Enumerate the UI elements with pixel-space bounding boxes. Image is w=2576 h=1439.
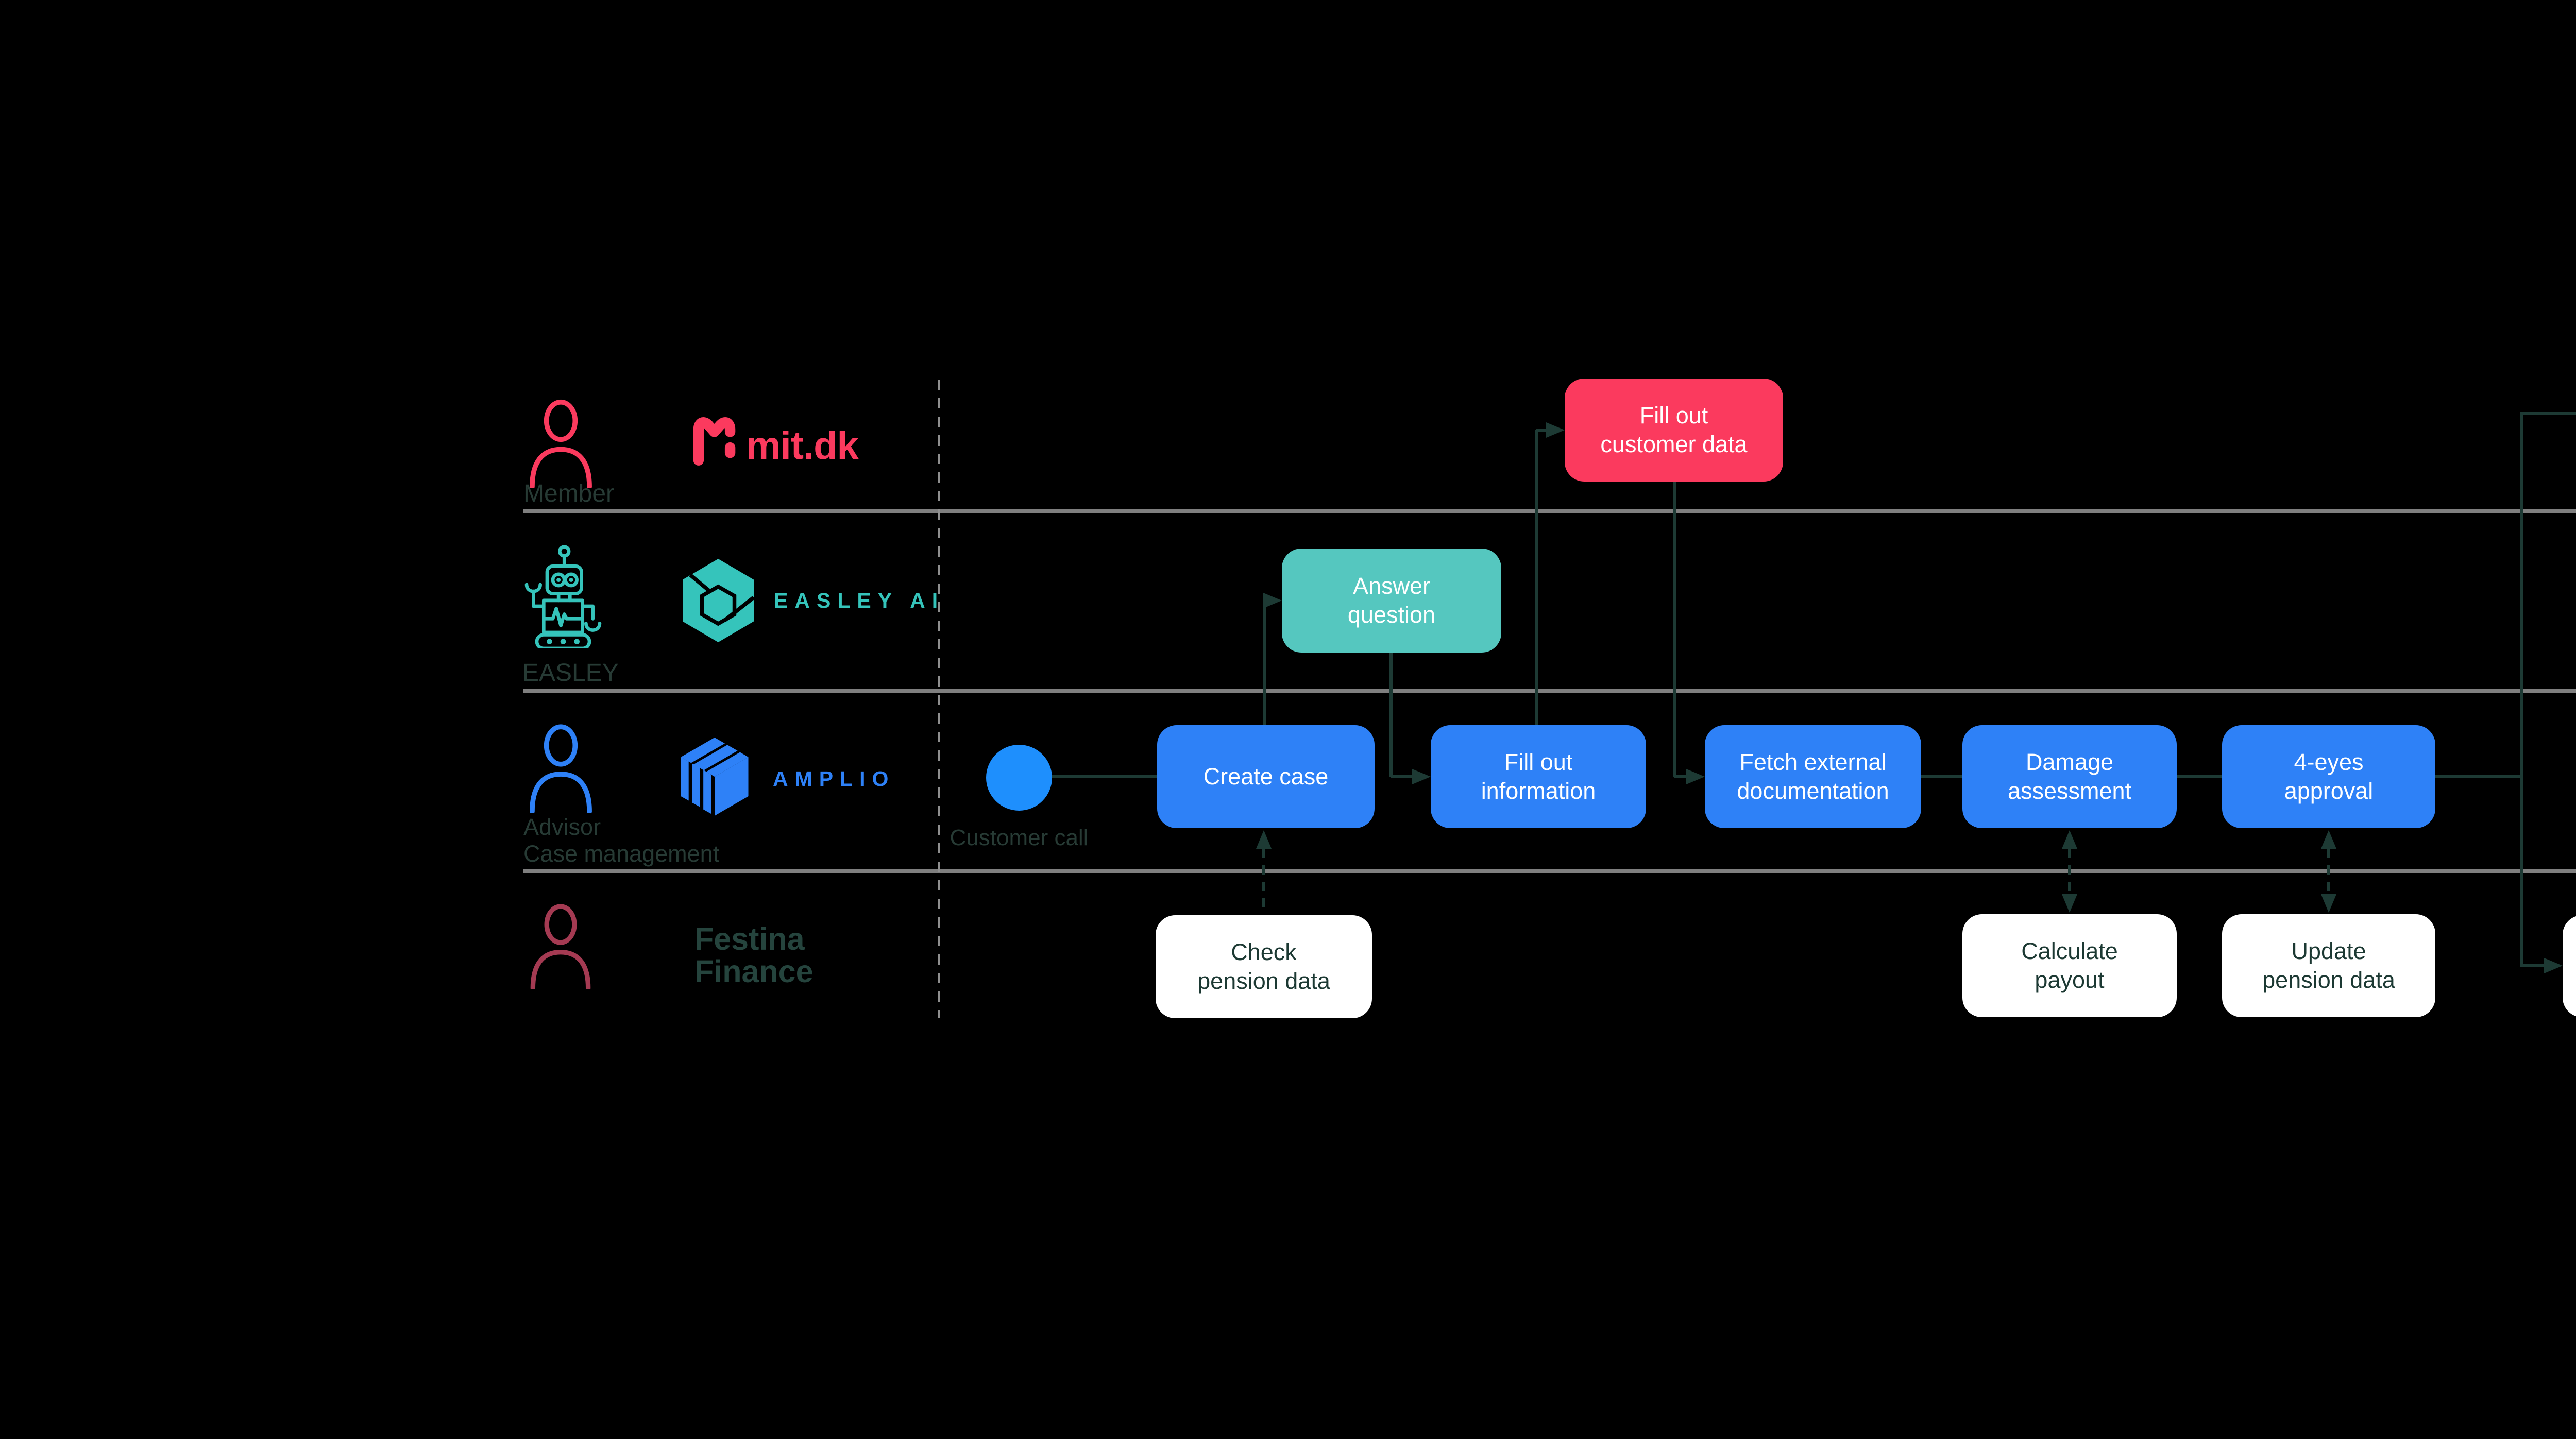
connector-segment [1921,775,1962,778]
festina-finance-logo-text: Festina Finance [694,923,814,988]
task-label: 4-eyes approval [2284,749,2374,804]
easley-robot-icon [524,545,602,648]
connector-segment [2435,775,2521,778]
dashed-segment [1262,849,1265,915]
arrowhead-right [1412,769,1431,784]
task-fill-out-information: Fill out information [1431,725,1646,828]
arrowhead-down [2062,894,2077,913]
connector-segment [2520,412,2523,967]
lane-divider [523,869,2576,873]
start-event-customer-call [986,745,1052,811]
festina-logo-line1: Festina [694,921,805,956]
connector-segment [1052,775,1157,778]
connector-segment [1389,653,1393,777]
lane-divider [523,689,2576,693]
task-label: Fill out customer data [1600,402,1748,457]
header-flow-separator [938,380,940,1018]
arrowhead-right [1546,422,1565,438]
task-label: Damage assessment [2007,749,2132,804]
task-damage-assessment: Damage assessment [1962,725,2177,828]
task-label: Fetch external documentation [1737,749,1889,804]
easley-ai-logo-text: EASLEY AI [774,589,945,612]
advisor-role-label: Advisor [523,814,601,840]
lane-label-advisor: Advisor Case management [523,814,719,867]
task-check-pension-data: Check pension data [1156,915,1372,1018]
task-fill-out-customer-data: Fill out customer data [1565,379,1783,482]
lane-label-easley: EASLEY [522,659,619,687]
connector-segment [2521,412,2576,415]
connector-segment [2521,964,2544,967]
end-event-label: Decision made [2573,458,2576,485]
connector-segment [1391,775,1413,778]
task-calculate-payout: Calculate payout [1962,914,2177,1017]
advisor-person-icon [530,724,592,813]
amplio-logo-mark-icon [681,738,749,816]
connector-segment [1535,430,1538,725]
task-label: Fill out information [1481,749,1596,804]
lane-divider [523,509,2576,513]
connector-segment [1536,429,1547,432]
task-label: Answer question [1347,573,1436,628]
connector-segment [1674,775,1687,778]
connector-segment [1263,601,1266,725]
arrowhead-right [2544,958,2563,973]
amplio-logo-text: AMPLIO [773,767,895,791]
task-fetch-external-documentation: Fetch external documentation [1705,725,1921,828]
task-four-eyes-approval: 4-eyes approval [2222,725,2435,828]
arrowhead-right [1263,593,1282,608]
task-update-pension-data: Update pension data [2222,914,2435,1017]
member-person-icon [530,399,592,488]
task-label: Calculate payout [2021,938,2118,993]
connector-segment [2177,775,2222,778]
mitdk-logo-text: mit.dk [746,424,859,468]
task-payout: Payout [2563,915,2576,1017]
arrowhead-up [2062,830,2077,849]
festina-person-icon [530,904,591,989]
easley-ai-logo-mark-icon [683,559,755,642]
dashed-segment [2068,849,2071,894]
arrowhead-up [1256,830,1272,849]
arrowhead-right [1686,769,1705,784]
dashed-segment [2327,849,2330,894]
connector-segment [1673,482,1676,777]
arrowhead-up [2321,830,2336,849]
advisor-dept-label: Case management [523,841,720,867]
task-answer-question: Answer question [1282,549,1501,653]
task-create-case: Create case [1157,725,1375,828]
arrowhead-down [2321,894,2336,913]
lane-label-member: Member [523,480,615,507]
mitdk-logo-mark-icon [693,417,736,466]
start-event-label: Customer call [950,825,1089,850]
festina-logo-line2: Finance [694,954,814,989]
task-label: Create case [1203,763,1329,790]
task-label: Update pension data [2262,938,2395,993]
task-label: Check pension data [1197,939,1330,994]
